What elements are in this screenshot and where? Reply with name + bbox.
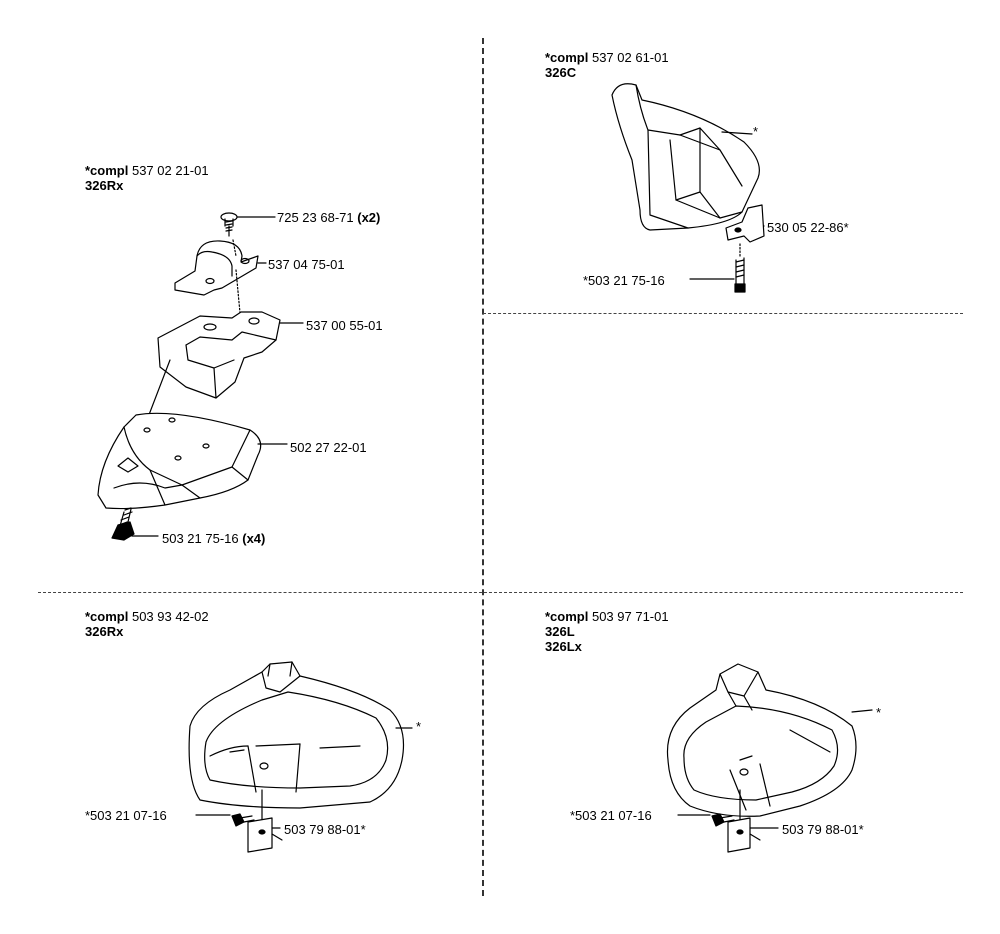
model-label: 326L	[545, 624, 575, 639]
screw-icon	[711, 813, 735, 827]
compl-label: *compl 503 93 42-02	[85, 609, 209, 624]
bracket-plate-icon	[725, 204, 765, 243]
part-label: *503 21 75-16	[583, 273, 665, 288]
compl-label: *compl 503 97 71-01	[545, 609, 669, 624]
model-label: 326Lx	[545, 639, 582, 654]
trimmer-guard-icon	[97, 412, 262, 510]
part-label: 503 79 88-01*	[782, 822, 864, 837]
trimmer-guard-icon	[611, 83, 760, 231]
part-label: 537 00 55-01	[306, 318, 383, 333]
part-label: 537 04 75-01	[268, 257, 345, 272]
compl-label: *compl 537 02 21-01	[85, 163, 209, 178]
screw-icon	[220, 212, 238, 237]
part-label: *503 21 07-16	[85, 808, 167, 823]
guard-marker: *	[416, 719, 422, 734]
leader-line	[232, 239, 241, 314]
screw-icon	[231, 813, 255, 827]
bracket-plate-icon	[247, 817, 283, 853]
leader-line	[721, 131, 753, 135]
horizontal-divider-right	[483, 313, 963, 314]
model-label: 326C	[545, 65, 577, 80]
trimmer-guard-icon	[188, 661, 405, 809]
guard-marker: *	[753, 124, 759, 139]
bracket-plate-icon	[727, 817, 761, 853]
vertical-divider	[482, 38, 484, 896]
horizontal-divider-middle	[38, 592, 963, 593]
part-label: 725 23 68-71 (x2)	[277, 210, 381, 225]
guard-holder-icon	[157, 311, 281, 399]
guard-marker: *	[876, 705, 882, 720]
screw-icon	[111, 507, 135, 541]
model-label: 326Rx	[85, 624, 124, 639]
part-label: 502 27 22-01	[290, 440, 367, 455]
part-label: 530 05 22-86*	[767, 220, 849, 235]
part-label: *503 21 07-16	[570, 808, 652, 823]
part-label: 503 79 88-01*	[284, 822, 366, 837]
leader-line	[851, 709, 873, 713]
model-label: 326Rx	[85, 178, 124, 193]
bracket-clamp-icon	[174, 240, 259, 296]
part-label: 503 21 75-16 (x4)	[162, 531, 266, 546]
screw-icon	[734, 243, 746, 293]
trimmer-guard-icon	[666, 663, 857, 817]
compl-label: *compl 537 02 61-01	[545, 50, 669, 65]
